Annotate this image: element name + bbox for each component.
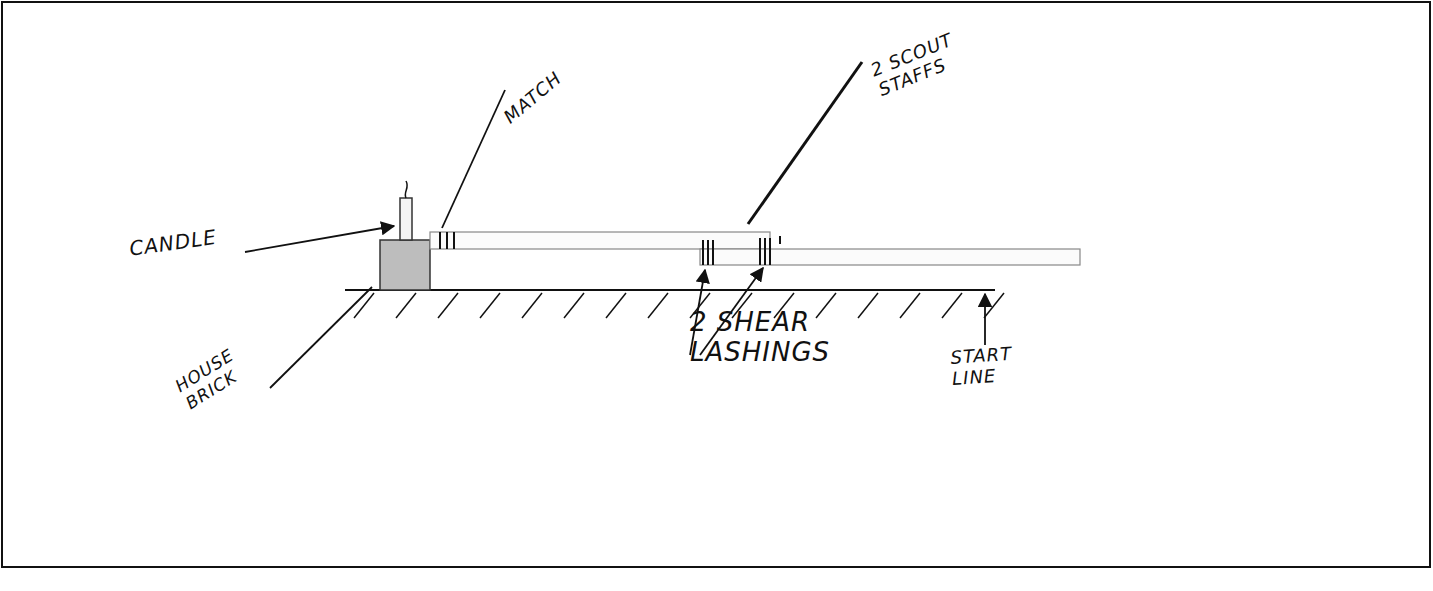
start-line-label: START LINE xyxy=(950,342,1043,390)
shear-lashing xyxy=(703,236,780,265)
candle-flame xyxy=(405,181,407,198)
scout-staff xyxy=(700,249,1080,265)
match xyxy=(440,232,454,249)
staffs-label: 2 SCOUT STAFFS xyxy=(868,21,985,101)
house-brick xyxy=(380,240,430,290)
scout-staff xyxy=(430,232,770,249)
candle-label: CANDLE xyxy=(128,219,270,261)
ground-line xyxy=(345,289,995,291)
lashings-label: 2 SHEAR LASHINGS xyxy=(690,308,950,368)
candle xyxy=(400,198,412,240)
brick-label: HOUSE BRICK xyxy=(172,338,261,414)
match-label: MATCH xyxy=(500,41,598,128)
leader-line xyxy=(245,62,985,388)
ground-hatching xyxy=(354,293,1004,318)
frame xyxy=(2,2,1430,567)
